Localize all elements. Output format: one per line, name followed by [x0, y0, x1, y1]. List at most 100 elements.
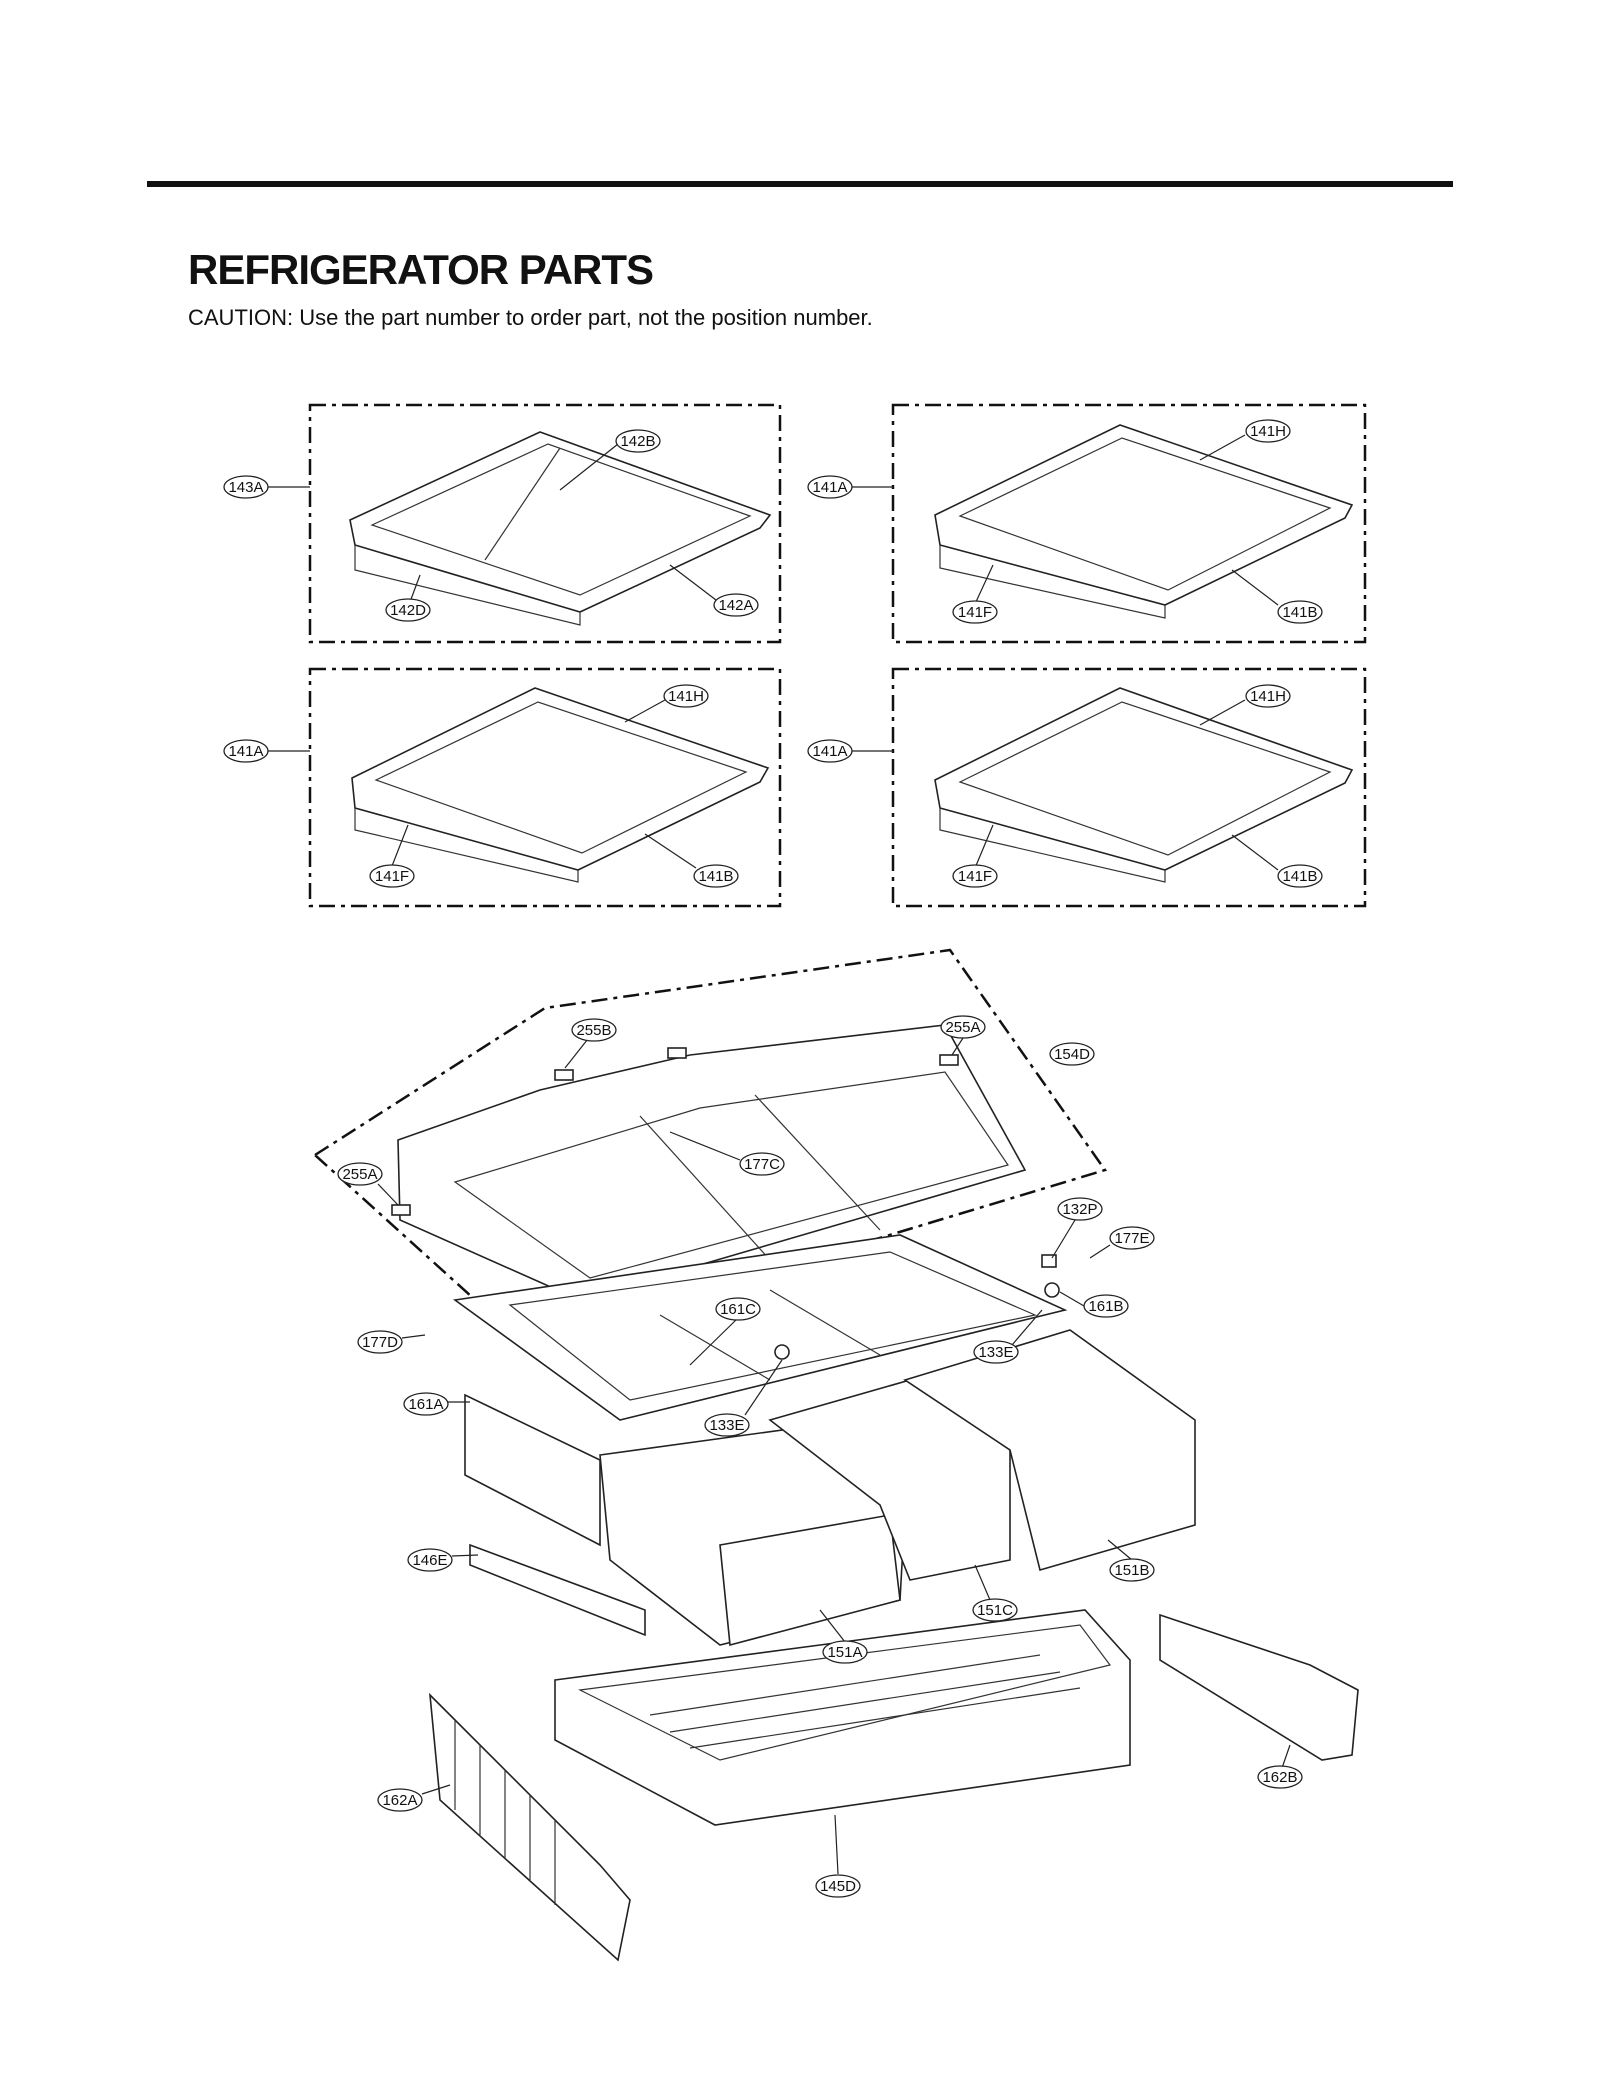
part-label: 133E	[704, 1359, 783, 1437]
label-text: 141B	[1282, 604, 1317, 621]
svg-text:146E: 146E	[412, 1552, 447, 1569]
part-label: 161C	[689, 1297, 761, 1366]
knob	[1044, 1282, 1060, 1298]
panel-frame	[308, 403, 782, 644]
part-label: 141B	[644, 833, 739, 888]
part-label: 177D	[357, 1330, 426, 1354]
panel-frame	[891, 667, 1367, 908]
svg-text:177C: 177C	[744, 1156, 780, 1173]
shelf-drawing	[934, 424, 1354, 619]
label-text: 141H	[1250, 423, 1286, 440]
part-label: 141A	[807, 739, 893, 763]
part-label: 162A	[377, 1784, 451, 1812]
shelf-drawing	[934, 687, 1354, 883]
part-label: 255B	[564, 1018, 617, 1069]
svg-text:151C: 151C	[977, 1602, 1013, 1619]
label-text: 141F	[958, 868, 992, 885]
panel-top-left: 142B 143A 142D 142A	[223, 403, 782, 644]
label-text: 142B	[620, 433, 655, 450]
svg-text:255B: 255B	[576, 1022, 611, 1039]
part-label: 255A	[940, 1015, 986, 1056]
svg-text:162A: 162A	[382, 1792, 417, 1809]
svg-text:133E: 133E	[978, 1344, 1013, 1361]
part-label: 151B	[1107, 1539, 1155, 1582]
label-text: 141A	[812, 743, 847, 760]
label-text: 142D	[390, 602, 426, 619]
panel-frame	[891, 403, 1367, 644]
part-label: 141B	[1231, 834, 1323, 888]
svg-text:133E: 133E	[709, 1417, 744, 1434]
svg-text:132P: 132P	[1062, 1201, 1097, 1218]
label-text: 141F	[958, 604, 992, 621]
label-text: 141B	[1282, 868, 1317, 885]
part-label: 146E	[407, 1548, 479, 1572]
part-label: 177E	[1089, 1226, 1155, 1259]
label-text: 141A	[228, 743, 263, 760]
part-label: 142D	[385, 574, 431, 622]
divider-frame	[452, 1234, 1068, 1421]
panel-mid-left: 141H 141A 141F 141B	[223, 667, 782, 908]
header-rule	[147, 181, 1453, 187]
part-label: 141H	[624, 684, 709, 723]
part-label: 255A	[337, 1162, 399, 1206]
part-label: 133E	[973, 1309, 1043, 1364]
svg-text:162B: 162B	[1262, 1769, 1297, 1786]
knob	[774, 1344, 790, 1360]
part-label: 145D	[815, 1814, 861, 1898]
svg-text:161A: 161A	[408, 1396, 443, 1413]
part-label: 141B	[1231, 569, 1323, 624]
clip	[391, 1204, 411, 1216]
part-label: 151C	[972, 1564, 1018, 1622]
clip	[667, 1047, 687, 1059]
drawer-assembly	[312, 948, 1359, 1962]
label-text: 143A	[228, 479, 263, 496]
svg-text:145D: 145D	[820, 1878, 856, 1895]
part-label: 141F	[952, 824, 998, 888]
part-label: 141A	[807, 475, 893, 499]
label-text: 141H	[1250, 688, 1286, 705]
clip	[1041, 1254, 1057, 1268]
label-text: 141A	[812, 479, 847, 496]
shelf-drawing	[349, 431, 772, 626]
rail-right	[1159, 1613, 1359, 1761]
part-label: 141H	[1199, 684, 1291, 726]
cover-shelf	[397, 1024, 1027, 1301]
part-label: 161A	[403, 1392, 470, 1416]
bottom-rail	[469, 1543, 646, 1637]
label-text: 142A	[718, 597, 753, 614]
clip	[554, 1069, 574, 1081]
part-label: 142A	[669, 564, 759, 617]
panel-frame	[308, 667, 782, 908]
svg-text:255A: 255A	[342, 1166, 377, 1183]
svg-text:161C: 161C	[720, 1301, 756, 1318]
shelf-drawing	[351, 687, 770, 883]
side-rail	[464, 1393, 601, 1547]
part-label: 141A	[223, 739, 310, 763]
part-label: 151A	[819, 1609, 868, 1664]
part-label: 132P	[1051, 1197, 1103, 1259]
part-label: 143A	[223, 475, 310, 499]
drawer-right	[903, 1329, 1196, 1571]
part-label: 162B	[1257, 1744, 1303, 1789]
svg-text:161B: 161B	[1088, 1298, 1123, 1315]
part-label: 141F	[369, 824, 415, 888]
panel-mid-right: 141H 141A 141F 141B	[807, 667, 1367, 908]
clip	[939, 1054, 959, 1066]
part-label: 141H	[1199, 419, 1291, 461]
part-label: 142B	[559, 429, 661, 491]
part-label: 161B	[1059, 1291, 1129, 1318]
svg-text:177E: 177E	[1114, 1230, 1149, 1247]
label-text: 141B	[698, 868, 733, 885]
caution-note: CAUTION: Use the part number to order pa…	[188, 305, 873, 330]
part-label: 177C	[669, 1131, 785, 1176]
panel-top-right: 141H 141A 141F 141B	[807, 403, 1367, 644]
svg-text:154D: 154D	[1054, 1046, 1090, 1063]
label-text: 141F	[375, 868, 409, 885]
label-text: 141H	[668, 688, 704, 705]
part-label: 141F	[952, 564, 998, 624]
svg-text:151A: 151A	[827, 1644, 862, 1661]
part-label: 154D	[1049, 1042, 1095, 1066]
svg-text:177D: 177D	[362, 1334, 398, 1351]
svg-text:255A: 255A	[945, 1019, 980, 1036]
